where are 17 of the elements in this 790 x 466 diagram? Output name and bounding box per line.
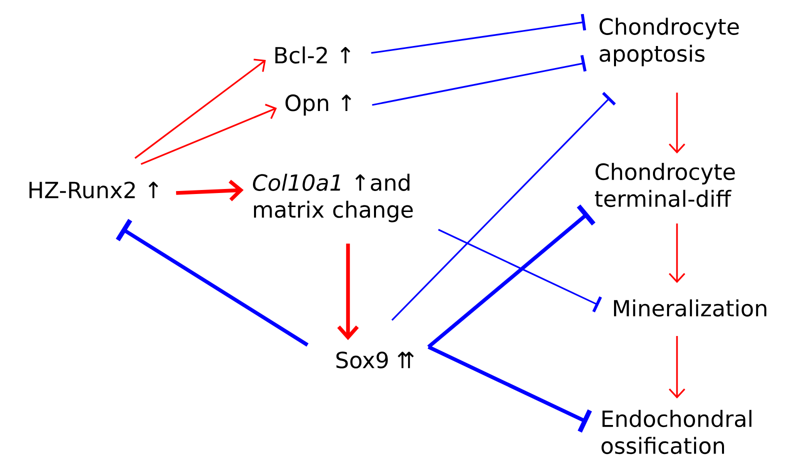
process-label: Chondrocyte apoptosis — [600, 18, 739, 66]
activation-arrow — [668, 92, 686, 154]
gene-label: Sox9 ⇈ — [336, 352, 414, 368]
activation-arrow — [668, 336, 686, 398]
activation-arrow — [176, 180, 244, 202]
inhibition-line — [438, 228, 602, 312]
process-label: Endochondral ossification — [602, 410, 752, 454]
gene-label: Opn ↑ — [286, 94, 352, 116]
activation-arrow — [337, 244, 359, 340]
activation-arrow — [140, 104, 277, 165]
activation-arrow — [134, 58, 266, 159]
process-label: Mineralization — [614, 299, 766, 317]
process-label: Chondrocyte terminal-diff — [594, 162, 735, 208]
gene-label: Bcl-2 ↑ — [275, 46, 350, 64]
gene-label: HZ-Runx2 ↑ — [30, 182, 158, 198]
process-label: Col10a1 ↑and matrix change — [252, 174, 413, 222]
activation-arrow — [668, 223, 686, 283]
